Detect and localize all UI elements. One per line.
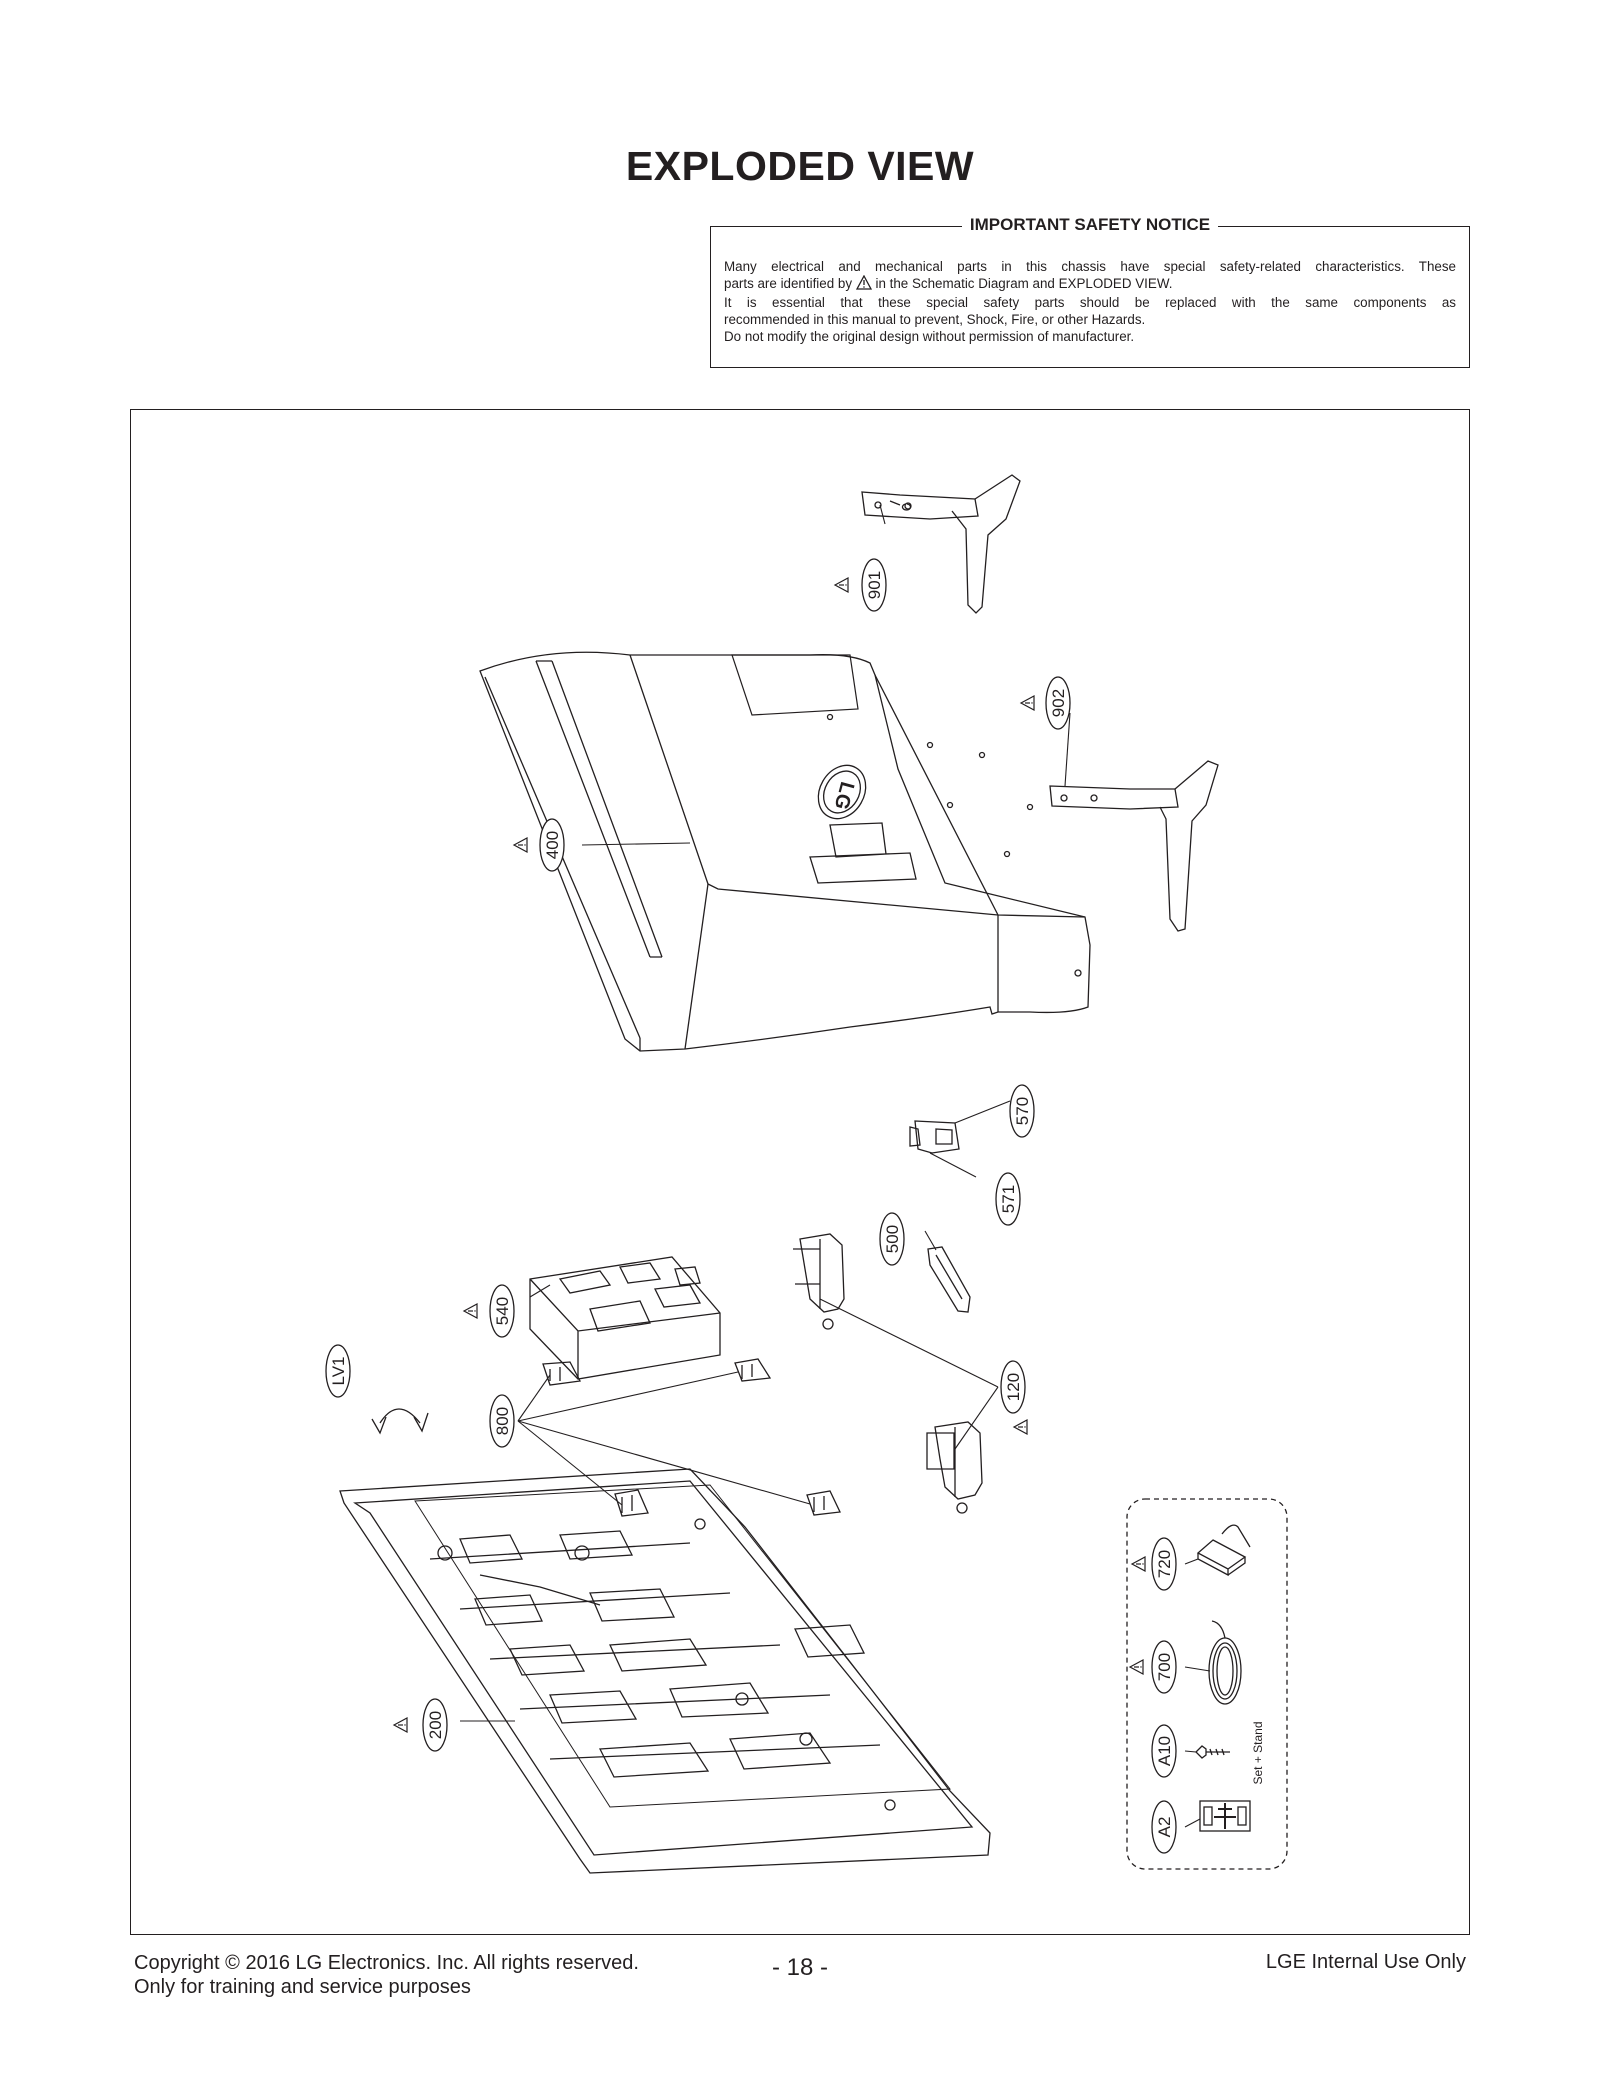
svg-text:901: 901: [865, 571, 884, 599]
page-number: - 18 -: [771, 1954, 828, 1981]
stand-901: [861, 474, 1021, 614]
callout-901: 901: [834, 558, 887, 612]
callout-540: 540: [463, 1284, 515, 1338]
svg-text:A10: A10: [1155, 1736, 1174, 1766]
svg-text:720: 720: [1155, 1550, 1174, 1578]
footer-internal: LGE Internal Use Only: [1265, 1951, 1466, 1973]
screw-a10: [1195, 1745, 1230, 1759]
svg-text:700: 700: [1155, 1653, 1174, 1681]
svg-text:800: 800: [493, 1407, 512, 1435]
callout-500: 500: [879, 1212, 905, 1266]
callout-902: 902: [1020, 676, 1071, 730]
notice-line-4: recommended in this manual to prevent, S…: [724, 312, 1146, 327]
callout-120: 120: [1000, 1360, 1028, 1435]
callout-200: 200: [393, 1698, 448, 1752]
notice-line-2b: in the Schematic Diagram and EXPLODED VI…: [875, 276, 1173, 291]
callout-570: 570: [1009, 1084, 1035, 1138]
safety-notice-heading: IMPORTANT SAFETY NOTICE: [961, 215, 1219, 234]
set-stand-label: Set + Stand: [1251, 1721, 1265, 1784]
callout-800: 800: [489, 1394, 515, 1448]
callout-720: 720: [1131, 1537, 1177, 1591]
lcd-panel-200: [339, 1468, 991, 1874]
footer-copyright: Copyright © 2016 LG Electronics. Inc. Al…: [134, 1952, 639, 1998]
leader-lines: [460, 504, 1211, 1828]
notice-line-2a: parts are identified by: [724, 276, 853, 291]
warning-triangle-icon: [855, 274, 872, 294]
svg-text:400: 400: [543, 831, 562, 859]
accessory-group: [1126, 1498, 1288, 1870]
notice-line-3: It is essential that these special safet…: [724, 295, 1456, 310]
callout-700: 700: [1129, 1640, 1177, 1694]
speaker-120-upper: [793, 1233, 845, 1330]
safety-notice-box: IMPORTANT SAFETY NOTICE Many electrical …: [710, 215, 1470, 368]
svg-text:200: 200: [426, 1711, 445, 1739]
notice-line-5: Do not modify the original design withou…: [724, 329, 1135, 344]
callout-a10: A10: [1151, 1724, 1177, 1778]
notice-line-1: Many electrical and mechanical parts in …: [724, 259, 1456, 274]
exploded-view-diagram: 901 902 400 570 571 500 540 LV1 800 120: [325, 474, 1288, 1874]
diagram-frame: [130, 409, 1470, 1935]
callout-lv1: LV1: [325, 1344, 351, 1398]
svg-text:120: 120: [1004, 1373, 1023, 1401]
svg-text:A2: A2: [1155, 1817, 1174, 1838]
speaker-120-lower: [926, 1421, 983, 1514]
callout-400: 400: [513, 818, 565, 872]
safety-notice-text: Many electrical and mechanical parts in …: [724, 258, 1456, 345]
svg-text:571: 571: [999, 1185, 1018, 1213]
stand-902: [1049, 760, 1219, 932]
main-board-540: [529, 1256, 721, 1380]
svg-text:LV1: LV1: [329, 1357, 348, 1386]
lg-logo: LG: [830, 779, 858, 812]
svg-text:570: 570: [1013, 1097, 1032, 1125]
back-cover-400: [479, 651, 1091, 1052]
callout-571: 571: [995, 1172, 1021, 1226]
svg-text:540: 540: [493, 1297, 512, 1325]
svg-text:500: 500: [883, 1225, 902, 1253]
callout-a2: A2: [1151, 1800, 1177, 1854]
rotate-arrow-icon: [371, 1408, 429, 1435]
svg-text:902: 902: [1049, 689, 1068, 717]
page-title: EXPLODED VIEW: [625, 143, 975, 189]
key-controller-570: [909, 1120, 960, 1154]
manual-a2: [1199, 1800, 1251, 1832]
speaker-500: [927, 1246, 971, 1313]
cable-700: [1208, 1620, 1242, 1705]
adapter-720: [1196, 1524, 1251, 1577]
